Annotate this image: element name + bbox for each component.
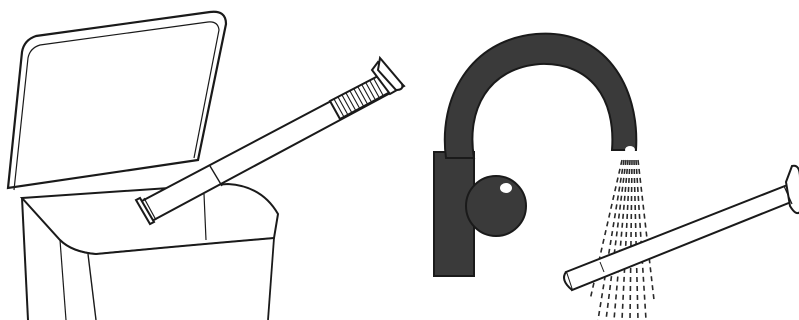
- faucet-scene: [433, 32, 799, 320]
- faucet-handle-icon: [465, 175, 527, 237]
- bin-lid-rim-icon: [21, 11, 227, 53]
- faucet-spout-icon: [443, 32, 638, 159]
- tube-rinse-icon: [563, 164, 799, 292]
- tube-edge-icon: [599, 261, 605, 273]
- faucet-icon: [433, 32, 638, 277]
- spout-tip-icon: [625, 146, 635, 154]
- water-spray-icon: [589, 159, 655, 320]
- bin-lid-icon: [6, 10, 228, 190]
- tube-disposal-icon: [134, 55, 406, 226]
- trash-bin-icon: [6, 10, 280, 320]
- trash-bin-scene: [6, 10, 406, 320]
- bin-body-icon: [21, 197, 29, 320]
